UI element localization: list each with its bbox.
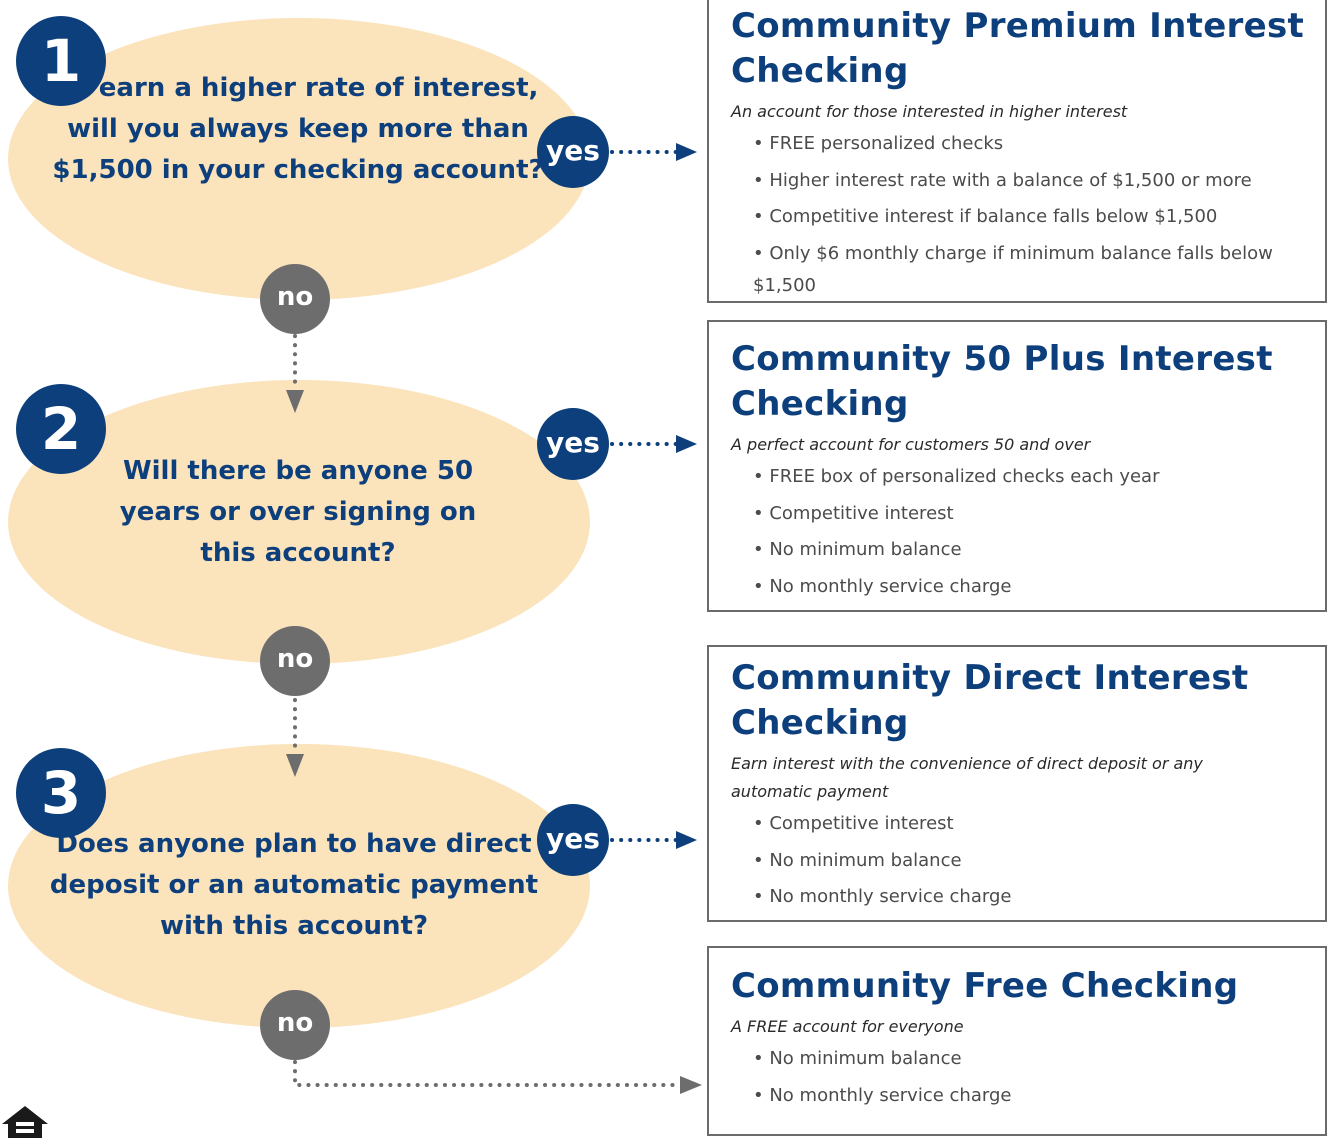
feature-item: • Higher interest rate with a balance of… — [753, 169, 1252, 191]
feature-list: • FREE personalized checks • Higher inte… — [731, 126, 1305, 302]
feature-list: • No minimum balance • No monthly servic… — [731, 1041, 1305, 1114]
account-card-premium-interest: Community Premium Interest Checking An a… — [707, 0, 1327, 303]
feature-item: • No minimum balance — [753, 539, 962, 560]
account-title: Community 50 Plus Interest Checking — [731, 339, 1273, 424]
yes-connector-3 — [610, 831, 697, 849]
equal-housing-icon — [2, 1106, 48, 1138]
yes-connector-2 — [610, 435, 697, 453]
step-2-badge: 2 — [16, 384, 106, 474]
account-card-free-checking: Community Free Checking A FREE account f… — [707, 946, 1327, 1136]
arrow-right-icon — [676, 143, 697, 161]
feature-item: • No monthly service charge — [753, 575, 1012, 597]
step-3-badge: 3 — [16, 748, 106, 838]
feature-item: • FREE personalized checks — [753, 133, 1004, 154]
account-title: Community Free Checking — [731, 966, 1239, 1006]
feature-item: • Competitive interest if balance falls … — [753, 206, 1218, 227]
account-subtitle: A FREE account for everyone — [731, 1017, 964, 1036]
feature-item: • No minimum balance — [753, 849, 962, 871]
no-badge-1: no — [260, 264, 330, 334]
feature-list: • FREE box of personalized checks each y… — [731, 459, 1305, 605]
no-badge-2: no — [260, 626, 330, 696]
feature-item: • No monthly service charge — [753, 1084, 1012, 1106]
no-connector-3 — [293, 1060, 702, 1094]
feature-item: • Competitive interest — [753, 813, 954, 834]
question-1-text: To earn a higher rate of interest, will … — [52, 73, 544, 185]
account-subtitle: An account for those interested in highe… — [731, 102, 1128, 121]
question-2-text: Will there be anyone 50 years or over si… — [119, 456, 477, 568]
feature-item: • Competitive interest — [753, 502, 954, 524]
account-card-direct-interest: Community Direct Interest Checking Earn … — [707, 645, 1327, 922]
feature-list: • Competitive interest • No minimum bala… — [731, 806, 1305, 916]
feature-item: • Only $6 monthly charge if minimum bala… — [753, 242, 1273, 296]
question-3-text: Does anyone plan to have direct deposit … — [49, 829, 539, 941]
arrow-right-icon — [680, 1076, 702, 1094]
account-title: Community Direct Interest Checking — [731, 658, 1249, 743]
yes-badge-1: yes — [537, 116, 609, 188]
yes-badge-2: yes — [537, 408, 609, 480]
no-badge-3: no — [260, 990, 330, 1060]
arrow-right-icon — [676, 435, 697, 453]
yes-connector-1 — [610, 143, 697, 161]
account-subtitle: A perfect account for customers 50 and o… — [731, 435, 1091, 454]
account-title: Community Premium Interest Checking — [731, 6, 1305, 91]
feature-item: • FREE box of personalized checks each y… — [753, 466, 1160, 487]
step-1-badge: 1 — [16, 16, 106, 106]
arrow-right-icon — [676, 831, 697, 849]
yes-badge-3: yes — [537, 804, 609, 876]
feature-item: • No minimum balance — [753, 1048, 962, 1069]
feature-item: • No monthly service charge — [753, 886, 1012, 907]
account-subtitle: Earn interest with the convenience of di… — [731, 754, 1203, 801]
account-card-50-plus: Community 50 Plus Interest Checking A pe… — [707, 320, 1327, 612]
